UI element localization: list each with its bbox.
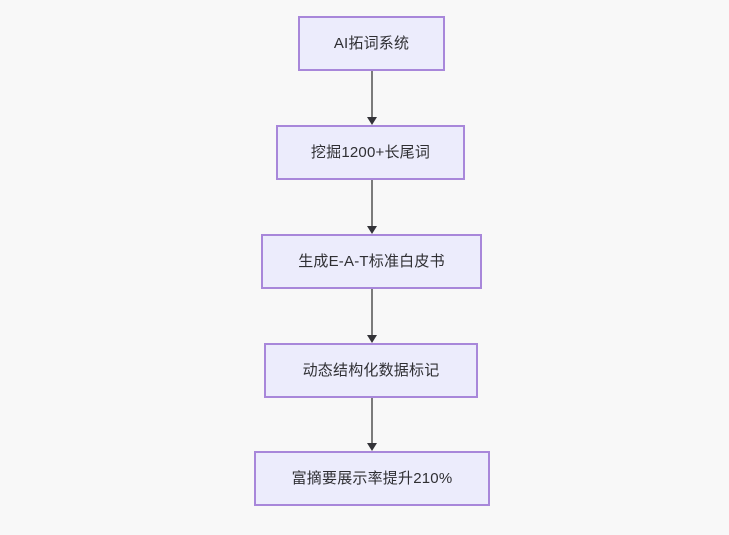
flow-node-1-label: AI拓词系统 [333, 35, 410, 52]
flow-edge-2-3-arrowhead [367, 226, 377, 234]
flow-node-3-label: 生成E-A-T标准白皮书 [298, 253, 445, 270]
flow-edge-1-2-arrowhead [367, 117, 377, 125]
flow-edge-3-4-line [371, 289, 373, 335]
flow-node-4[interactable]: 动态结构化数据标记 [264, 343, 478, 398]
flow-node-2-label: 挖掘1200+长尾词 [310, 144, 431, 161]
flow-node-4-label: 动态结构化数据标记 [302, 362, 440, 379]
flow-node-5[interactable]: 富摘要展示率提升210% [254, 451, 490, 506]
flow-edge-4-5-arrowhead [367, 443, 377, 451]
flow-node-2[interactable]: 挖掘1200+长尾词 [276, 125, 465, 180]
flow-edge-2-3-line [371, 180, 373, 226]
flow-edge-4-5-line [371, 398, 373, 443]
flow-node-5-label: 富摘要展示率提升210% [291, 470, 453, 487]
flow-node-3[interactable]: 生成E-A-T标准白皮书 [261, 234, 482, 289]
flow-edge-3-4-arrowhead [367, 335, 377, 343]
flow-node-1[interactable]: AI拓词系统 [298, 16, 445, 71]
flow-edge-1-2-line [371, 71, 373, 117]
